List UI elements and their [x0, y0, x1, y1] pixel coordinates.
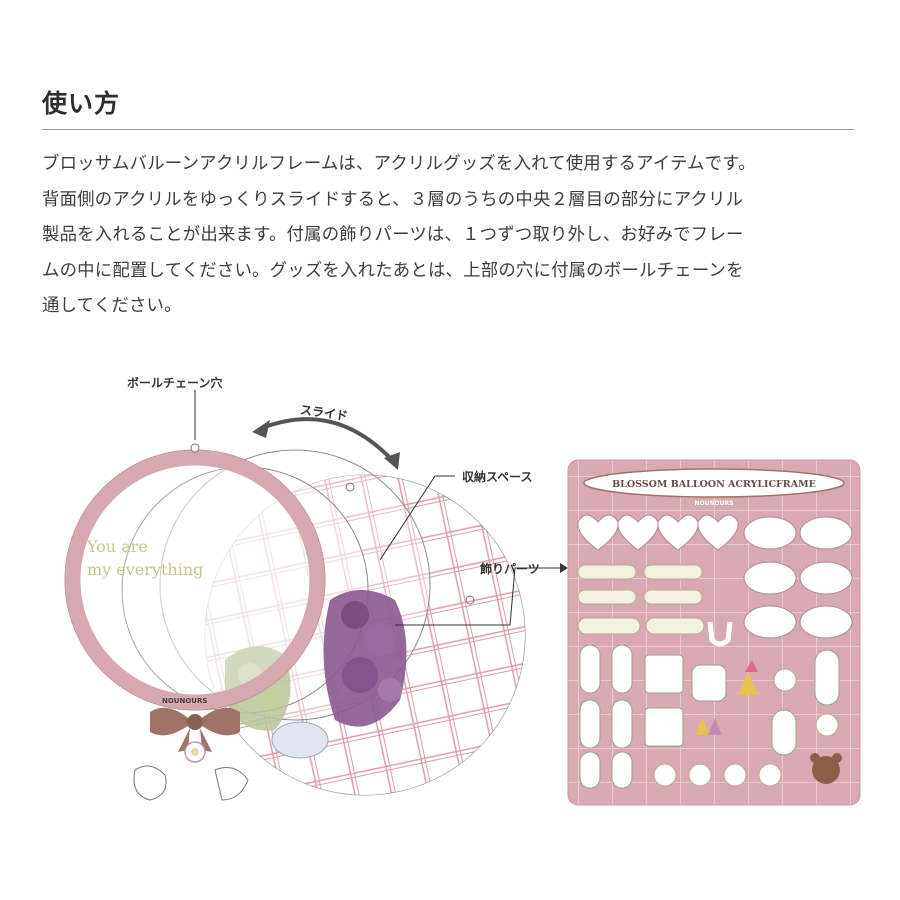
paragraph-line: ブロッサムバルーンアクリルフレームは、アクリルグッズを入れて使用するアイテムです…	[42, 154, 756, 174]
sheet-brand: NOUNOURS	[695, 500, 734, 507]
paragraph-line: ムの中に配置してください。グッズを入れたあとは、上部の穴に付属のボールチェーンを	[42, 260, 744, 281]
bow-ornament	[133, 707, 249, 801]
slide-arrow-icon	[252, 417, 400, 470]
leader-line-storage	[379, 475, 455, 561]
front-frame: You are my everything NOUNOURS	[64, 443, 326, 711]
title-divider	[42, 129, 854, 130]
sheet-title: BLOSSOM BALLOON ACRYLICFRAME	[612, 479, 816, 490]
paragraph-line: 通してください。	[42, 296, 182, 316]
frame-brand: NOUNOURS	[162, 697, 207, 705]
frame-text-line2: my everything	[87, 560, 203, 579]
instructions-paragraph: ブロッサムバルーンアクリルフレームは、アクリルグッズを入れて使用するアイテムです…	[42, 147, 862, 325]
frame-text-line1: You are	[86, 537, 148, 556]
decor-parts-sheet: BLOSSOM BALLOON ACRYLICFRAME NOUNOURS	[567, 459, 861, 806]
paragraph-line: 背面側のアクリルをゆっくりスライドすると、３層のうちの中央２層目の部分にアクリル	[42, 189, 744, 210]
label-ball-chain-hole: ボールチェーン穴	[127, 376, 223, 390]
paragraph-line: 製品を入れることが出来ます。付属の飾りパーツは、１つずつ取り外し、お好みでフレー	[42, 225, 744, 245]
label-storage-space: 収納スペース	[462, 470, 533, 484]
page-title: 使い方	[42, 89, 121, 118]
label-decor-parts: 飾りパーツ	[480, 562, 540, 576]
